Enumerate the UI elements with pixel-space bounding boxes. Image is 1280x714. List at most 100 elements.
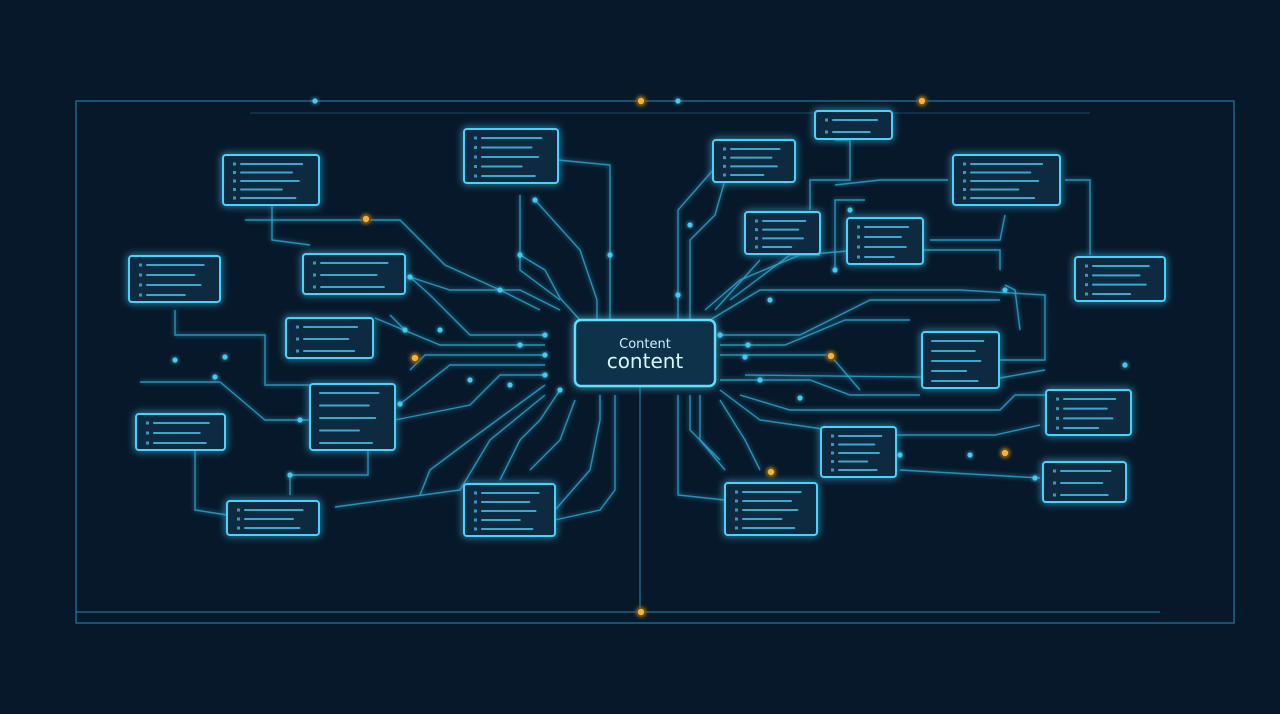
- node-bullet: [1085, 264, 1088, 268]
- connection-wire: [399, 364, 545, 405]
- connection-wire: [1004, 284, 1021, 331]
- node-bullet: [233, 188, 236, 191]
- connector-dots: [172, 96, 1128, 617]
- connector-dot: [542, 372, 548, 378]
- diagram-node[interactable]: [285, 317, 374, 359]
- node-bullet: [735, 526, 738, 530]
- connector-dot: [507, 382, 513, 388]
- connector-dot: [1032, 475, 1038, 481]
- diagram-node[interactable]: [1045, 389, 1132, 436]
- connector-dot: [467, 377, 473, 383]
- connection-wire: [519, 195, 561, 301]
- connection-wire: [409, 276, 545, 336]
- connector-dot: [745, 342, 751, 348]
- node-bullet: [237, 508, 240, 512]
- node-box[interactable]: [1074, 256, 1166, 302]
- node-bullet: [474, 136, 477, 140]
- amber-junction-dot: [766, 467, 776, 477]
- diagram-node[interactable]: [463, 128, 559, 184]
- node-bullet: [963, 188, 966, 191]
- node-box[interactable]: [744, 211, 821, 255]
- diagram-node[interactable]: [724, 482, 818, 536]
- node-bullet: [313, 273, 316, 277]
- diagram-node[interactable]: [1042, 461, 1127, 503]
- node-bullet: [1053, 469, 1056, 473]
- node-bullet: [857, 235, 860, 239]
- diagram-node[interactable]: [128, 255, 221, 303]
- diagram-node[interactable]: [302, 253, 406, 295]
- node-bullet: [831, 460, 834, 463]
- node-box[interactable]: [128, 255, 221, 303]
- node-bullet: [1053, 481, 1056, 485]
- node-box[interactable]: [712, 139, 796, 183]
- hub-label-small: Content: [619, 337, 671, 352]
- diagram-node[interactable]: [814, 110, 893, 140]
- node-bullet: [474, 155, 477, 159]
- connection-wire: [334, 394, 546, 508]
- node-bullet: [723, 156, 726, 160]
- node-bullet: [723, 173, 726, 177]
- node-bullet: [139, 273, 142, 277]
- node-bullet: [963, 179, 966, 183]
- node-bullet: [139, 283, 142, 287]
- diagram-node[interactable]: [222, 154, 320, 206]
- connection-wire: [554, 395, 616, 521]
- connection-wire: [374, 317, 545, 346]
- node-bullet: [313, 285, 316, 289]
- connector-dot: [687, 222, 693, 228]
- diagram-node[interactable]: [712, 139, 796, 183]
- connection-wire: [720, 379, 920, 396]
- connection-wire: [834, 179, 948, 186]
- hub-node[interactable]: Content content: [573, 318, 717, 388]
- connector-dot: [1122, 362, 1128, 368]
- connector-dot: [542, 332, 548, 338]
- node-bullet: [831, 443, 834, 446]
- node-bullet: [1056, 397, 1059, 401]
- connection-wire: [519, 254, 581, 321]
- connector-dot: [832, 267, 838, 273]
- node-bullet: [146, 441, 149, 445]
- node-bullet: [963, 196, 966, 200]
- diagram-node[interactable]: [820, 426, 897, 478]
- diagram-node[interactable]: [463, 483, 556, 537]
- connection-wire: [419, 384, 546, 496]
- node-bullet: [963, 171, 966, 174]
- hub-box[interactable]: [573, 318, 717, 388]
- node-bullet: [755, 219, 758, 223]
- node-box[interactable]: [814, 110, 893, 140]
- node-bullet: [296, 349, 299, 353]
- connection-wire: [499, 389, 561, 481]
- diagram-node[interactable]: [1074, 256, 1166, 302]
- diagram-node[interactable]: [952, 154, 1061, 206]
- connection-wire: [174, 310, 310, 386]
- diagram-node[interactable]: [846, 217, 924, 265]
- diagram-node[interactable]: [135, 413, 226, 451]
- connector-dot: [607, 252, 613, 258]
- connection-wire: [389, 314, 406, 331]
- node-bullet: [825, 130, 828, 134]
- diagram-node[interactable]: [921, 331, 1000, 389]
- outer-frame: [75, 100, 1235, 624]
- node-bullet: [474, 174, 477, 178]
- connection-wire: [719, 399, 761, 471]
- connector-dot: [437, 327, 443, 333]
- diagram-node[interactable]: [744, 211, 821, 255]
- amber-junction-dot: [410, 353, 420, 363]
- node-bullet: [735, 508, 738, 512]
- frame-border: [75, 100, 1235, 624]
- connection-wire: [689, 395, 721, 461]
- connector-dot: [967, 452, 973, 458]
- node-box[interactable]: [846, 217, 924, 265]
- amber-junction-dot: [826, 351, 836, 361]
- diagram-node[interactable]: [309, 383, 396, 451]
- connection-wire: [409, 354, 545, 371]
- connector-dot: [532, 197, 538, 203]
- node-bullet: [474, 500, 477, 504]
- diagram-node[interactable]: [226, 500, 320, 536]
- node-bullet: [831, 434, 834, 438]
- node-box[interactable]: [1045, 389, 1132, 436]
- connection-wire: [689, 179, 726, 320]
- node-bullet: [1085, 292, 1088, 296]
- node-bullet: [857, 225, 860, 229]
